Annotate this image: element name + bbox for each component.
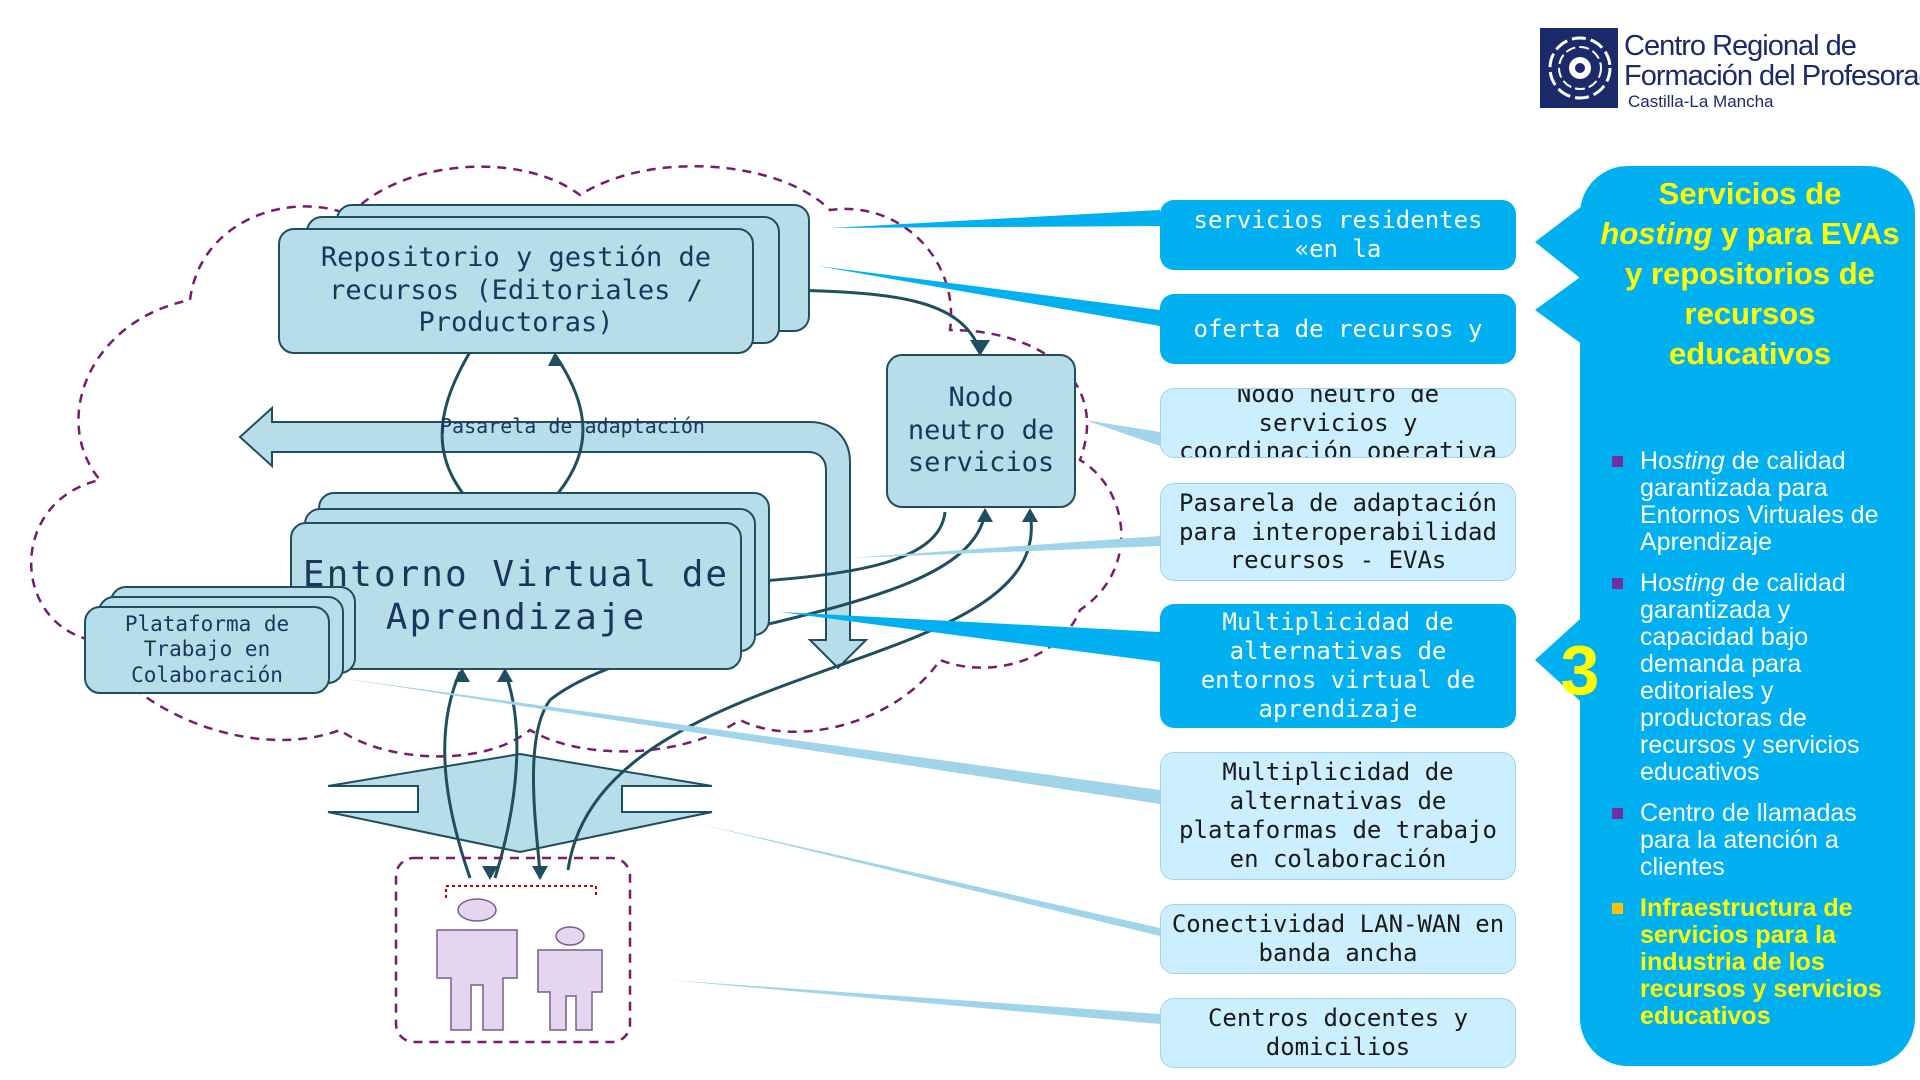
- users-bracket: [445, 885, 597, 898]
- panel-title: Servicios de hosting y para EVAs y repos…: [1600, 176, 1900, 371]
- logo-text-1: Centro Regional de: [1624, 30, 1857, 62]
- panel-list: Hosting de calidad garantizada para Ento…: [1608, 448, 1908, 1044]
- person-icon: [436, 898, 518, 1031]
- bullet-icon: [1612, 903, 1623, 914]
- panel-list-item: Hosting de calidad garantizada para Ento…: [1608, 448, 1908, 556]
- repositorio-label: Repositorio y gestión de recursos (Edito…: [320, 242, 712, 339]
- services-panel: [1580, 166, 1915, 1066]
- pasarela-label: Pasarela de adaptación: [440, 414, 705, 438]
- panel-chevron-bottom: [1535, 610, 1590, 710]
- person-small-icon: [537, 926, 603, 1031]
- panel-number: 3: [1560, 631, 1600, 709]
- connectivity-arrow: [327, 752, 713, 854]
- logo-mark: [1540, 28, 1618, 108]
- logo-text-2: Formación del Profesorado: [1624, 60, 1920, 92]
- panel-list-item: Centro de llamadas para la atención a cl…: [1608, 800, 1908, 881]
- repositorio-box: Repositorio y gestión de recursos (Edito…: [278, 228, 754, 354]
- panel-chevron-mid: [1535, 270, 1590, 350]
- plataforma-label: Plataforma de Trabajo en Colaboración: [124, 612, 290, 687]
- callout-pasarela: Pasarela de adaptación para interoperabi…: [1160, 483, 1516, 581]
- bullet-icon: [1612, 456, 1623, 467]
- logo-text-3: Castilla-La Mancha: [1628, 92, 1774, 111]
- pasarela-arrow: [238, 405, 869, 670]
- nodo-label: Nodo neutro de servicios: [907, 382, 1055, 479]
- panel-list-item: Hosting de calidad garantizada y capacid…: [1608, 570, 1908, 786]
- callout-nodo-neutro: Nodo neutro de servicios y coordinación …: [1160, 388, 1516, 458]
- callout-centros-docentes: Centros docentes y domicilios: [1160, 998, 1516, 1068]
- logo-swirl-icon: [1548, 36, 1612, 100]
- callout-servicios-residentes: servicios residentes «en la: [1160, 200, 1516, 270]
- eva-label: Entorno Virtual de Aprendizaje: [302, 553, 730, 638]
- logo: Centro Regional de Formación del Profeso…: [1540, 28, 1920, 111]
- callout-multiplicidad-plataformas: Multiplicidad de alternativas de platafo…: [1160, 752, 1516, 880]
- bullet-icon: [1612, 808, 1623, 819]
- callout-multiplicidad-eva: Multiplicidad de alternativas de entorno…: [1160, 604, 1516, 728]
- bullet-icon: [1612, 578, 1623, 589]
- item-emphasis: sting: [1671, 569, 1725, 597]
- nodo-box: Nodo neutro de servicios: [886, 354, 1076, 508]
- eva-box: Entorno Virtual de Aprendizaje: [290, 522, 742, 670]
- cloud-outline: [30, 165, 1123, 758]
- item-emphasis: sting: [1671, 447, 1725, 475]
- panel-chevron-top: [1535, 200, 1590, 286]
- callout-pointers: [340, 210, 1160, 1024]
- users-frame: [394, 856, 632, 1044]
- plataforma-box: Plataforma de Trabajo en Colaboración: [84, 606, 330, 694]
- callout-oferta-recursos: oferta de recursos y: [1160, 294, 1516, 364]
- callout-conectividad: Conectividad LAN-WAN en banda ancha: [1160, 904, 1516, 974]
- panel-list-item: Infraestructura de servicios para la ind…: [1608, 895, 1908, 1030]
